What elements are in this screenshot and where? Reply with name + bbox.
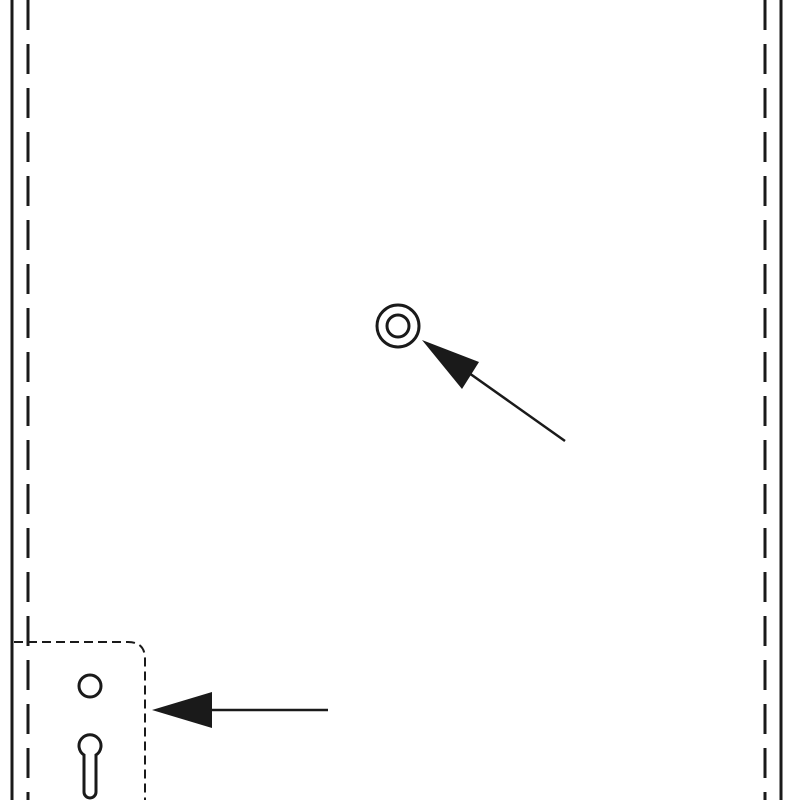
viewer-arrowhead bbox=[422, 340, 479, 389]
keyhole-icon bbox=[77, 733, 103, 800]
arrow-icon bbox=[422, 340, 566, 443]
lock-plate bbox=[14, 641, 146, 800]
arrow-icon bbox=[152, 692, 328, 728]
handle-hole-icon bbox=[77, 673, 103, 699]
viewer-icon bbox=[375, 303, 421, 349]
viewer-outer-ring bbox=[375, 303, 421, 349]
door-frame bbox=[10, 0, 783, 800]
lock-plate-outline bbox=[14, 641, 146, 800]
lock-arrowhead bbox=[152, 692, 212, 728]
viewer-inner-ring bbox=[385, 313, 411, 339]
